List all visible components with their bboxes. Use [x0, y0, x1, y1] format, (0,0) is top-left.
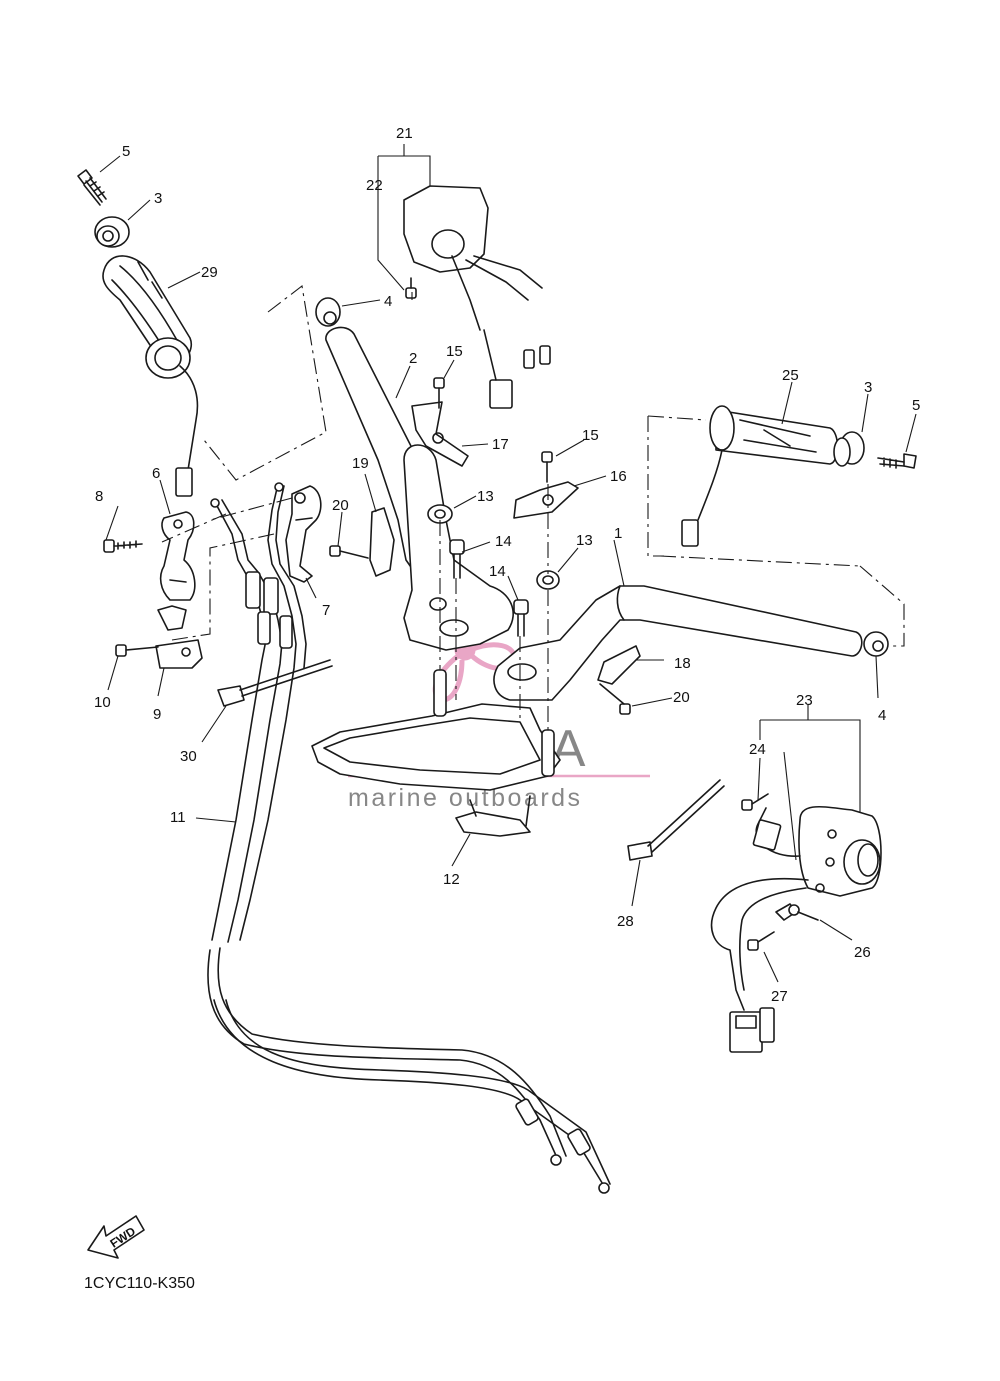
handlebar-switch-left-21 — [403, 185, 551, 409]
bolt-20-right — [599, 683, 631, 715]
callout-13-right: 13 — [576, 532, 593, 549]
bolt-15-left — [433, 377, 445, 409]
handlebar-right-1 — [493, 585, 863, 701]
bar-end-weight-3-right — [833, 431, 865, 467]
callout-3-right: 3 — [864, 379, 872, 396]
callout-1: 1 — [614, 525, 622, 542]
assembly-lines — [161, 285, 905, 730]
bolt-5-right — [877, 453, 917, 469]
callout-7: 7 — [322, 602, 330, 619]
throttle-housing-9 — [155, 605, 203, 669]
callout-4-upper: 4 — [384, 293, 392, 310]
callout-14-right: 14 — [489, 563, 506, 580]
callout-20-left: 20 — [332, 497, 349, 514]
throttle-clamp-7 — [285, 485, 322, 583]
throttle-grip-29 — [102, 255, 199, 497]
drawing-code: 1CYC110-K350 — [84, 1275, 195, 1292]
callout-19: 19 — [352, 455, 369, 472]
bracket-19 — [369, 507, 395, 577]
callout-2: 2 — [409, 350, 417, 367]
callout-18: 18 — [674, 655, 691, 672]
cable-tie-30 — [217, 659, 333, 707]
callout-14-left: 14 — [495, 533, 512, 550]
callout-26: 26 — [854, 944, 871, 961]
callout-15-right: 15 — [582, 427, 599, 444]
callout-12: 12 — [443, 871, 460, 888]
callout-8: 8 — [95, 488, 103, 505]
bracket-18 — [597, 645, 641, 685]
bolt-5-left — [77, 169, 107, 206]
bolt-15-right — [541, 451, 553, 483]
callouts: 5 3 29 4 2 15 17 15 16 13 14 13 14 1 18 … — [94, 125, 920, 1005]
callout-20-right: 20 — [673, 689, 690, 706]
callout-4-right: 4 — [878, 707, 886, 724]
callout-29: 29 — [201, 264, 218, 281]
callout-22: 22 — [366, 177, 383, 194]
callout-27: 27 — [771, 988, 788, 1005]
bar-end-weight-3-left — [94, 216, 130, 248]
callout-28: 28 — [617, 913, 634, 930]
callout-23: 23 — [796, 692, 813, 709]
callout-6: 6 — [152, 465, 160, 482]
callout-16: 16 — [610, 468, 627, 485]
callout-21: 21 — [396, 125, 413, 142]
callout-9: 9 — [153, 706, 161, 723]
screw-8 — [103, 539, 143, 553]
callout-24: 24 — [749, 741, 766, 758]
forward-arrow: FWD — [87, 1215, 145, 1259]
throttle-cables-11 — [207, 482, 611, 1194]
callout-30: 30 — [180, 748, 197, 765]
nut-13-left — [427, 504, 453, 524]
throttle-housing-6 — [159, 511, 196, 601]
bolt-14-left — [449, 539, 465, 579]
handlebar-holder-12 — [311, 669, 561, 837]
protector-16 — [513, 481, 579, 519]
callout-10: 10 — [94, 694, 111, 711]
switch-part-26 — [775, 903, 819, 921]
screw-24 — [741, 793, 769, 811]
screw-27 — [747, 931, 775, 951]
nut-13-right — [536, 570, 560, 590]
cable-tie-28 — [627, 779, 725, 861]
bolt-14-right — [513, 599, 529, 637]
bolt-20-left — [329, 545, 369, 559]
screw-10 — [115, 644, 159, 657]
callout-15-left: 15 — [446, 343, 463, 360]
callout-11: 11 — [170, 809, 186, 826]
screw-22 — [405, 277, 417, 299]
callout-5-right: 5 — [912, 397, 920, 414]
leader-lines — [99, 144, 917, 983]
protector-17 — [411, 401, 469, 467]
callout-17: 17 — [492, 436, 509, 453]
grip-25 — [681, 405, 839, 547]
callout-3-left: 3 — [154, 190, 162, 207]
bar-end-weight-4-right — [863, 631, 889, 657]
callout-13-left: 13 — [477, 488, 494, 505]
callout-5-left: 5 — [122, 143, 130, 160]
handlebar-switch-right-23 — [710, 805, 882, 1053]
callout-25: 25 — [782, 367, 799, 384]
handlebar-left-2 — [325, 326, 514, 651]
bar-end-weight-4-upper — [315, 297, 341, 327]
